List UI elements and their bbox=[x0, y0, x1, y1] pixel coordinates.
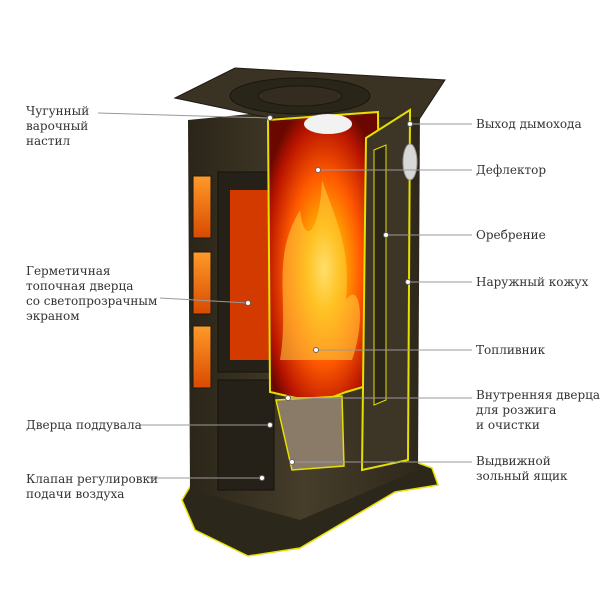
fire-door-glass bbox=[230, 190, 270, 360]
label-inner-door: Внутренняя дверца для розжига и очистки bbox=[476, 388, 600, 432]
ash-pan-cutaway bbox=[275, 395, 345, 471]
label-air-valve: Клапан регулировки подачи воздуха bbox=[26, 472, 158, 501]
label-flue-outlet: Выход дымохода bbox=[476, 117, 582, 131]
side-window-1 bbox=[192, 175, 212, 239]
label-sealed-door: Герметичная топочная дверца со светопроз… bbox=[26, 264, 158, 323]
leader-lines bbox=[97, 112, 472, 479]
flue-pipe bbox=[402, 143, 418, 181]
label-firebox: Топливник bbox=[476, 343, 546, 357]
ash-door-panel bbox=[217, 379, 275, 491]
leader-sealed-door bbox=[159, 297, 249, 304]
fin-plates bbox=[373, 144, 387, 406]
label-cast-iron-plate: Чугунный варочный настил bbox=[26, 104, 90, 148]
label-fins: Оребрение bbox=[476, 228, 546, 242]
side-window-2 bbox=[192, 251, 212, 315]
flames bbox=[280, 180, 360, 360]
label-outer-casing: Наружный кожух bbox=[476, 275, 589, 289]
burner-ring-inner bbox=[257, 85, 343, 107]
label-ash-drawer: Выдвижной зольный ящик bbox=[476, 454, 568, 483]
leader-dots bbox=[245, 115, 413, 481]
deflector-glow bbox=[304, 114, 352, 134]
label-deflector: Дефлектор bbox=[476, 163, 547, 177]
side-window-3 bbox=[192, 325, 212, 389]
label-ash-door: Дверца поддувала bbox=[26, 418, 142, 432]
leader-cast-iron-plate bbox=[97, 112, 271, 119]
